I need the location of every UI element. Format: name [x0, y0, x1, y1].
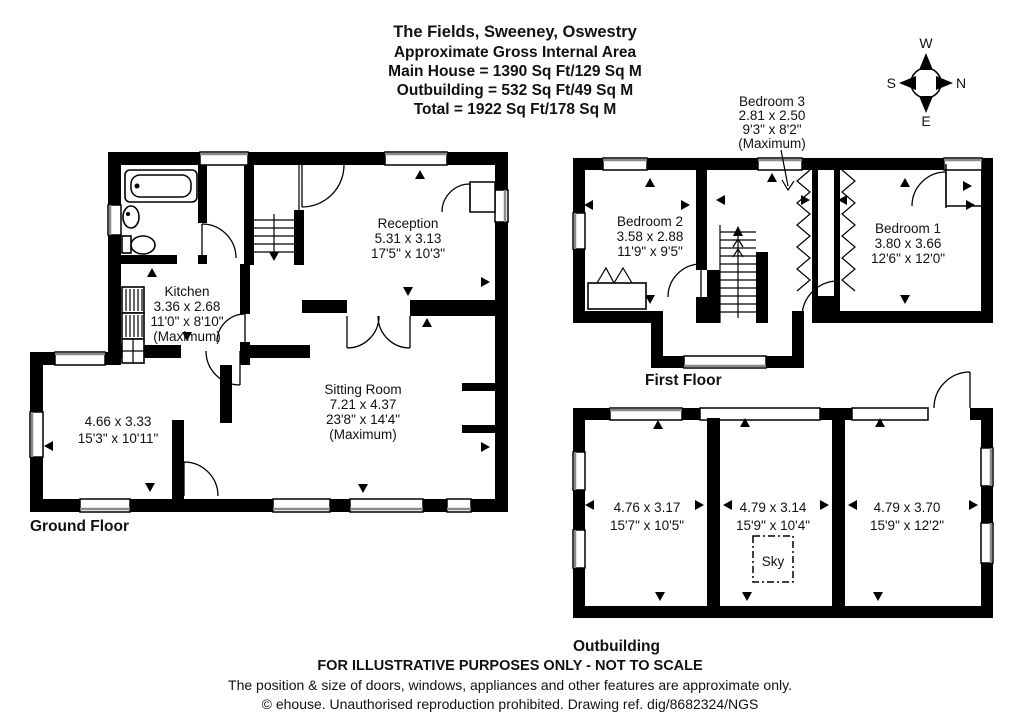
outbuilding-labels: 4.76 x 3.17 15'7" x 10'5" 4.79 x 3.14 15… — [573, 500, 944, 655]
footer-disclaimer: FOR ILLUSTRATIVE PURPOSES ONLY - NOT TO … — [228, 658, 792, 712]
outbuilding-title: Outbuilding — [573, 638, 660, 655]
toilet-cistern — [121, 235, 132, 254]
wall — [573, 158, 993, 368]
compass-e: E — [921, 113, 930, 129]
bedroom3-note: (Maximum) — [738, 136, 806, 151]
bedroom3-pointer-arrow — [780, 149, 795, 192]
sink-icon — [122, 205, 140, 229]
window-glazing — [30, 152, 507, 511]
sitting-room-imperial: 23'8" x 14'4" — [326, 412, 400, 427]
ground-floor-title: Ground Floor — [30, 518, 129, 535]
measure-arrows — [584, 173, 975, 304]
ground-floor-labels: Reception 5.31 x 3.13 17'5" x 10'3" Kitc… — [30, 216, 445, 535]
footer-line1: FOR ILLUSTRATIVE PURPOSES ONLY - NOT TO … — [317, 658, 703, 674]
appliance-hatch — [125, 315, 143, 337]
outbuilding-room2-imperial: 15'9" x 10'4" — [736, 518, 810, 533]
reception-recess — [469, 181, 496, 213]
kitchen-name: Kitchen — [164, 284, 209, 299]
bedroom3-name: Bedroom 3 — [739, 94, 805, 109]
door-arcs — [183, 164, 471, 497]
title-main-house-area: Main House = 1390 Sq Ft/129 Sq M — [388, 63, 642, 80]
bath-tap — [134, 183, 140, 189]
window — [29, 151, 509, 513]
bedroom3-imperial: 9'3" x 8'2" — [742, 122, 801, 137]
wall — [30, 152, 508, 512]
bedroom1-imperial: 12'6" x 12'0" — [871, 251, 945, 266]
stair-arrow-up — [733, 226, 743, 236]
bedroom1-metric: 3.80 x 3.66 — [875, 236, 942, 251]
kitchen-metric: 3.36 x 2.68 — [154, 299, 221, 314]
door-arcs — [667, 171, 947, 318]
appliance-icon — [121, 312, 145, 340]
kitchen-imperial: 11'0" x 8'10" — [150, 314, 223, 329]
outbuilding-room2-metric: 4.79 x 3.14 — [740, 500, 807, 515]
appliance-icon — [121, 286, 145, 314]
closet-walls — [945, 164, 981, 208]
wardrobe-icon — [796, 169, 811, 292]
bedroom2-metric: 3.58 x 2.88 — [617, 229, 684, 244]
first-floor-plan: Bedroom 3 2.81 x 2.50 9'3" x 8'2" (Maxim… — [572, 94, 993, 389]
open-wall-band — [851, 407, 929, 421]
page-title: The Fields, Sweeney, Oswestry — [393, 23, 637, 41]
footer-line3: © ehouse. Unauthorised reproduction proh… — [262, 696, 759, 712]
sink-tap — [126, 212, 130, 216]
reception-name: Reception — [378, 216, 439, 231]
kitchen-note: (Maximum) — [153, 329, 221, 344]
sitting-room-name: Sitting Room — [324, 382, 401, 397]
title-subtitle: Approximate Gross Internal Area — [394, 44, 637, 61]
window-glazing — [573, 408, 993, 568]
radiator-zigzag-icon — [596, 266, 633, 285]
sitting-room-metric: 7.21 x 4.37 — [330, 397, 397, 412]
skylight-label: Sky — [762, 554, 785, 569]
stairs-up-icon — [719, 225, 756, 323]
front-room-imperial: 15'3" x 10'11" — [78, 431, 159, 446]
reception-imperial: 17'5" x 10'3" — [371, 246, 445, 261]
stair-arrow-down — [269, 252, 279, 261]
kitchen-appliances — [121, 286, 145, 364]
first-floor-labels: Bedroom 3 2.81 x 2.50 9'3" x 8'2" (Maxim… — [617, 94, 946, 389]
bathroom-fixtures — [121, 169, 198, 255]
cupboard-icon — [587, 282, 647, 310]
ground-floor-plan: Reception 5.31 x 3.13 17'5" x 10'3" Kitc… — [29, 151, 509, 535]
compass-w: W — [919, 35, 933, 51]
outbuilding-plan: 4.76 x 3.17 15'7" x 10'5" 4.79 x 3.14 15… — [572, 371, 994, 655]
outbuilding-room3-imperial: 15'9" x 12'2" — [870, 518, 944, 533]
title-total-area: Total = 1922 Sq Ft/178 Sq M — [414, 101, 617, 118]
appliance-hatch — [125, 289, 143, 311]
wardrobe-icon — [841, 169, 856, 292]
compass-icon: W N E S — [887, 35, 966, 129]
outbuilding-room1-imperial: 15'7" x 10'5" — [610, 518, 684, 533]
compass-n: N — [956, 75, 966, 91]
compass-points — [899, 53, 953, 113]
sink-unit-divider — [122, 339, 144, 363]
bedroom2-name: Bedroom 2 — [617, 214, 683, 229]
stairs-down-icon — [254, 165, 300, 261]
outbuilding-room3-metric: 4.79 x 3.70 — [874, 500, 941, 515]
first-floor-title: First Floor — [645, 372, 722, 389]
stair-treads — [254, 165, 300, 253]
bedroom3-metric: 2.81 x 2.50 — [739, 108, 806, 123]
title-outbuilding-area: Outbuilding = 532 Sq Ft/49 Sq M — [397, 82, 633, 99]
sitting-room-note: (Maximum) — [329, 427, 397, 442]
title-block: The Fields, Sweeney, Oswestry Approximat… — [388, 23, 642, 118]
bath-icon — [124, 169, 198, 203]
bedroom2-imperial: 11'9" x 9'5" — [617, 244, 683, 259]
window — [572, 407, 994, 569]
front-room-metric: 4.66 x 3.33 — [85, 414, 152, 429]
outbuilding-room1-metric: 4.76 x 3.17 — [614, 500, 681, 515]
stair-direction-line — [732, 232, 744, 318]
window-glazing — [573, 158, 982, 368]
compass-s: S — [887, 75, 896, 91]
toilet-icon — [130, 235, 156, 255]
footer-line2: The position & size of doors, windows, a… — [228, 677, 792, 693]
bath-inner — [130, 174, 192, 198]
reception-metric: 5.31 x 3.13 — [375, 231, 442, 246]
window — [572, 157, 983, 369]
door-arcs — [933, 371, 971, 409]
bedroom1-name: Bedroom 1 — [875, 221, 941, 236]
skylight-outline — [752, 535, 794, 583]
